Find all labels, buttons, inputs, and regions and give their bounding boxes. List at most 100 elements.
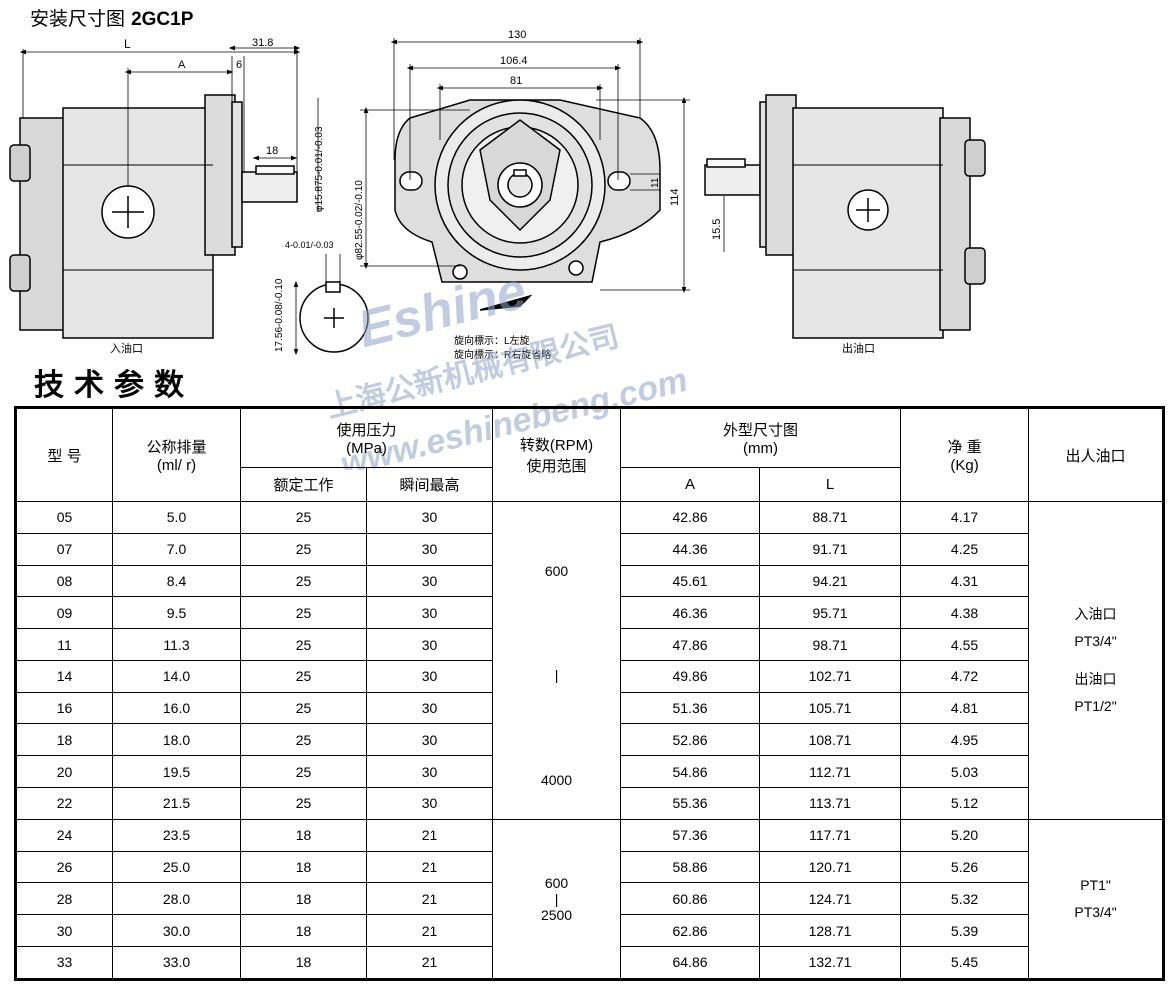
- cell-a: 42.86: [620, 501, 761, 534]
- cell-a: 44.36: [620, 532, 761, 566]
- dim-31-8: 31.8: [252, 37, 273, 49]
- cell-weight: 4.31: [900, 564, 1030, 598]
- header-pressure: 使用压力 (MPa): [239, 407, 494, 468]
- outlet-port-label: 出油口: [842, 341, 875, 355]
- dim-A: A: [178, 59, 186, 71]
- cell-model: 11: [15, 628, 113, 661]
- cell-rated: 25: [240, 691, 367, 725]
- cell-l: 112.71: [759, 755, 902, 789]
- cell-weight: 5.20: [900, 818, 1030, 852]
- cell-weight: 5.03: [900, 755, 1030, 789]
- cell-peak: 21: [365, 850, 494, 884]
- cell-model: 30: [15, 914, 113, 947]
- keyway-detail: [293, 254, 369, 356]
- cell-weight: 5.26: [900, 850, 1030, 884]
- speed-group-1-bottom: 4000: [540, 771, 573, 788]
- cell-peak: 30: [365, 659, 494, 693]
- cell-peak: 30: [365, 628, 494, 661]
- cell-a: 58.86: [620, 850, 761, 884]
- header-dimension-unit: (mm): [743, 440, 779, 457]
- cell-l: 91.71: [759, 532, 902, 566]
- cell-peak: 30: [365, 691, 494, 725]
- cell-displacement: 21.5: [112, 787, 241, 820]
- cell-model: 16: [15, 691, 113, 725]
- cell-peak: 30: [365, 501, 494, 534]
- cell-peak: 21: [365, 914, 494, 947]
- cell-peak: 21: [365, 818, 494, 852]
- header-weight-label: 净 重: [947, 439, 982, 456]
- cell-rated: 25: [240, 723, 367, 757]
- cell-l: 98.71: [759, 628, 902, 661]
- table-row: 09 9.5 25 30 46.36 95.71 4.38: [15, 596, 1164, 630]
- cell-displacement: 18.0: [112, 723, 241, 757]
- header-displacement-unit: (ml/ r): [156, 457, 197, 474]
- speed-range-group-1: 600 | 4000: [492, 501, 622, 820]
- cell-displacement: 30.0: [112, 914, 241, 947]
- cell-rated: 25: [240, 659, 367, 693]
- dim-6: 6: [236, 59, 242, 71]
- cell-displacement: 9.5: [112, 596, 241, 630]
- ports-group-1-out-label: 出油口: [1074, 671, 1117, 688]
- header-col-l: L: [759, 467, 902, 502]
- header-ports: 出人油口: [1028, 407, 1165, 502]
- cell-a: 57.36: [620, 818, 761, 852]
- cell-rated: 18: [240, 818, 367, 852]
- header-speed-label: 转数(RPM): [519, 437, 594, 454]
- cell-model: 26: [15, 850, 113, 884]
- cell-a: 54.86: [620, 755, 761, 789]
- cell-l: 88.71: [759, 501, 902, 534]
- cell-a: 47.86: [620, 628, 761, 661]
- rotation-note-left: 旋向標示：L左旋: [454, 334, 530, 347]
- ports-group-1-out-size: PT1/2": [1074, 698, 1117, 714]
- header-dimension: 外型尺寸图 (mm): [620, 407, 902, 468]
- cell-l: 117.71: [759, 818, 902, 852]
- table-row: 33 33.0 18 21 64.86 132.71 5.45: [15, 945, 1164, 981]
- cell-rated: 18: [240, 882, 367, 916]
- header-weight: 净 重 (Kg): [900, 407, 1030, 502]
- cell-a: 60.86: [620, 882, 761, 916]
- dim-key-width: 4-0.01/-0.03: [285, 240, 334, 250]
- cell-model: 33: [15, 945, 113, 981]
- cell-l: 94.21: [759, 564, 902, 598]
- header-pressure-unit: (MPa): [346, 440, 387, 457]
- cell-peak: 30: [365, 787, 494, 820]
- cell-peak: 30: [365, 532, 494, 566]
- cell-weight: 5.32: [900, 882, 1030, 916]
- right-side-view: [704, 94, 986, 339]
- cell-a: 64.86: [620, 945, 761, 981]
- section-title: 技术参数: [34, 368, 194, 403]
- header-speed-sub: 使用范围: [526, 458, 587, 475]
- cell-displacement: 7.0: [112, 532, 241, 566]
- cell-model: 28: [15, 882, 113, 916]
- cell-a: 45.61: [620, 564, 761, 598]
- cell-l: 102.71: [759, 659, 902, 693]
- title-cn: 安装尺寸图: [30, 8, 126, 30]
- speed-group-1-top: 600: [544, 562, 569, 579]
- cell-peak: 30: [365, 755, 494, 789]
- ports-group-1-in-label: 入油口: [1074, 606, 1117, 623]
- dim-106-4: 106.4: [500, 55, 528, 67]
- cell-peak: 30: [365, 564, 494, 598]
- dim-130: 130: [508, 29, 526, 41]
- table-row: 26 25.0 18 21 58.86 120.71 5.26: [15, 850, 1164, 884]
- dim-18: 18: [266, 145, 278, 157]
- cell-a: 52.86: [620, 723, 761, 757]
- cell-l: 120.71: [759, 850, 902, 884]
- cell-l: 108.71: [759, 723, 902, 757]
- cell-rated: 25: [240, 564, 367, 598]
- cell-weight: 5.45: [900, 945, 1030, 981]
- cell-l: 132.71: [759, 945, 902, 981]
- header-displacement-label: 公称排量: [146, 439, 207, 456]
- ports-group-1-in-size: PT3/4": [1074, 632, 1117, 649]
- page-title: 安装尺寸图 2GC1P: [30, 4, 193, 31]
- dim-114: 114: [669, 188, 681, 206]
- header-pressure-label: 使用压力: [336, 422, 397, 439]
- cell-weight: 4.81: [900, 691, 1030, 725]
- cell-peak: 21: [365, 945, 494, 981]
- cell-peak: 30: [365, 596, 494, 630]
- cell-model: 08: [15, 564, 113, 598]
- header-displacement: 公称排量 (ml/ r): [112, 407, 241, 502]
- table-row: 24 23.5 18 21 600 | 2500 57.36 117.71 5.…: [15, 818, 1165, 981]
- cell-a: 55.36: [620, 787, 761, 820]
- table-row: 20 19.5 25 30 54.86 112.71 5.03: [15, 755, 1164, 789]
